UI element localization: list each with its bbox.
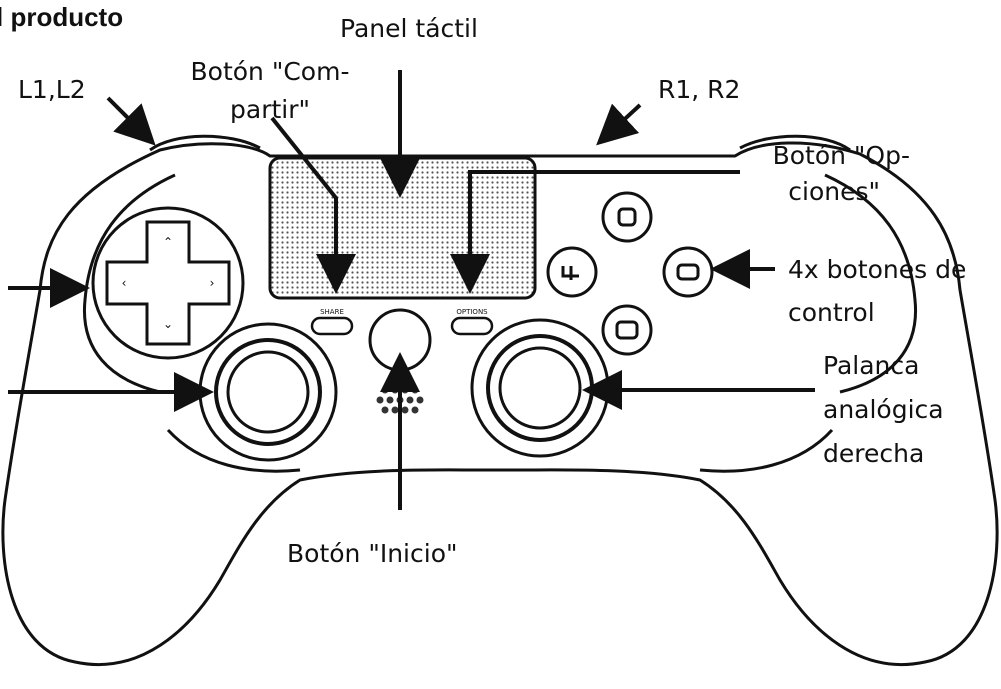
l1-bumper xyxy=(149,134,261,152)
r1-bumper xyxy=(739,134,851,152)
label-control-buttons-line1: 4x botones de xyxy=(788,255,967,284)
callout-arrows xyxy=(8,70,815,510)
arrow-share xyxy=(270,116,356,294)
left-grip-contour xyxy=(166,428,301,473)
label-control-buttons-line2: control xyxy=(788,298,875,327)
dpad-up-icon: ⌃ xyxy=(163,235,173,249)
face-button-right xyxy=(662,246,714,298)
label-right-stick-line2: analógica xyxy=(823,395,944,424)
arrow-r1r2 xyxy=(596,103,642,146)
arrow-l1l2 xyxy=(106,96,156,146)
dpad-ring xyxy=(91,206,245,360)
label-r1r2: R1, R2 xyxy=(658,75,741,104)
label-touchpad: Panel táctil xyxy=(340,14,478,43)
face-right-icon xyxy=(676,263,700,281)
dpad-left-icon: ‹ xyxy=(122,276,127,290)
right-grip-contour xyxy=(699,428,834,473)
face-top-icon xyxy=(617,207,637,227)
right-analog-stick xyxy=(470,318,610,458)
left-analog-stick xyxy=(198,322,338,462)
touchpad xyxy=(268,156,537,300)
label-l1l2: L1,L2 xyxy=(18,75,86,104)
dpad-down-icon: ⌄ xyxy=(163,317,173,331)
label-home: Botón "Inicio" xyxy=(287,539,458,568)
share-mark: SHARE xyxy=(320,308,344,316)
label-options-line1: Botón "Op- xyxy=(772,141,910,170)
label-right-stick-line3: derecha xyxy=(823,439,925,468)
controller-body xyxy=(1,134,999,666)
right-inner-contour xyxy=(824,173,918,394)
options-button: OPTIONS xyxy=(450,308,494,336)
label-share-line1: Botón "Com- xyxy=(190,57,350,86)
arrow-options xyxy=(450,170,740,294)
face-button-top xyxy=(601,191,653,243)
options-mark: OPTIONS xyxy=(456,308,488,316)
controller-outline xyxy=(1,141,999,666)
face-bottom-icon xyxy=(615,320,639,340)
label-options-line2: ciones" xyxy=(788,177,880,206)
label-share-line2: partir" xyxy=(230,95,310,124)
section-heading: l producto xyxy=(0,2,124,32)
face-left-icon xyxy=(561,266,579,280)
face-button-left xyxy=(546,246,598,298)
dpad-right-icon: › xyxy=(210,276,215,290)
share-button: SHARE xyxy=(310,308,354,336)
label-right-stick-line1: Palanca xyxy=(823,351,920,380)
dpad-cross xyxy=(105,220,231,346)
face-button-bottom xyxy=(601,304,653,356)
dpad: ⌃ ⌄ ‹ › xyxy=(91,206,245,360)
